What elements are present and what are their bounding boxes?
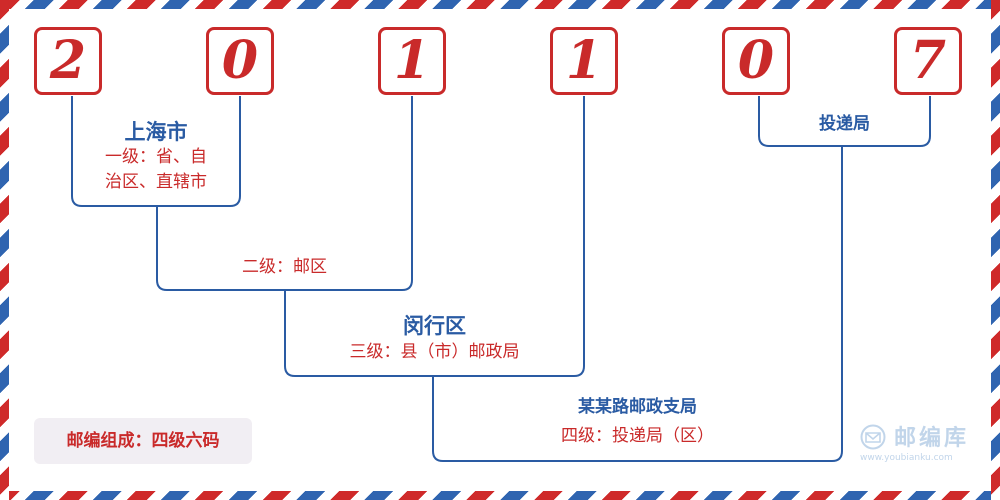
airmail-border-left xyxy=(0,0,9,500)
branch-level: 四级：投递局（区） xyxy=(561,426,714,446)
legend-text: 邮编组成：四级六码 xyxy=(66,431,220,451)
province-name: 上海市 xyxy=(124,120,188,144)
province-level-line1: 一级：省、自 xyxy=(105,147,207,167)
logo-url: www.youbianku.com xyxy=(860,453,953,463)
postal-zone-level: 二级：邮区 xyxy=(242,257,327,277)
logo-text: 邮编库 xyxy=(894,426,970,451)
postal-digit-3: 1 xyxy=(378,27,446,95)
county-level: 三级：县（市）邮政局 xyxy=(349,342,520,362)
province-level-line2: 治区、直辖市 xyxy=(105,172,207,192)
branch-name: 某某路邮政支局 xyxy=(578,397,697,417)
delivery-name: 投递局 xyxy=(819,114,870,134)
postal-digit-6: 7 xyxy=(894,27,962,95)
airmail-border-top xyxy=(0,0,1000,9)
county-name: 闵行区 xyxy=(403,314,466,338)
postal-digit-5: 0 xyxy=(722,27,790,95)
envelope-icon xyxy=(860,424,886,450)
watermark-logo: 邮编库 www.youbianku.com xyxy=(858,420,982,468)
bracket-level-4 xyxy=(432,146,843,462)
airmail-border-right xyxy=(991,0,1000,500)
postal-digit-1: 2 xyxy=(34,27,102,95)
airmail-border-bottom xyxy=(0,491,1000,500)
bracket-delivery xyxy=(758,96,931,147)
postal-digit-2: 0 xyxy=(206,27,274,95)
legend-box: 邮编组成：四级六码 xyxy=(34,418,252,464)
postal-digit-4: 1 xyxy=(550,27,618,95)
bracket-level-3 xyxy=(284,96,585,377)
